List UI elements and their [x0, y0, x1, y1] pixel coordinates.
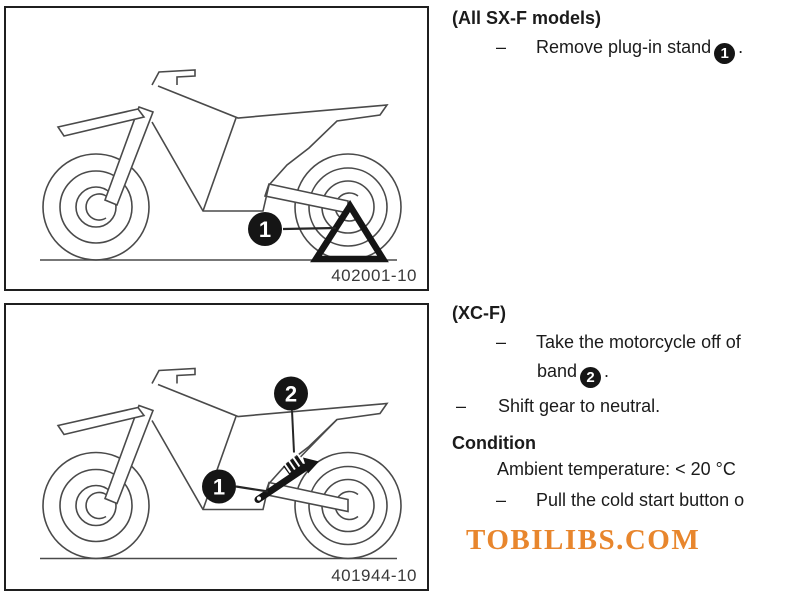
stand-arrow-tip: [303, 457, 319, 474]
callout-1-badge: 1: [714, 43, 736, 64]
callout-1-circle: [248, 212, 282, 246]
shock-line: [296, 418, 338, 462]
bullet-dash: –: [496, 37, 507, 57]
callout-1-leader-line: [235, 485, 269, 493]
step-take-motorcycle-off: –Take the motorcycle off of: [496, 332, 741, 352]
callout-1-number: 1: [259, 217, 271, 242]
callout-1-leader-line: [282, 226, 337, 231]
figure-side-stand: 1 2 401944-10: [4, 303, 429, 591]
side-stand-icon: [254, 461, 314, 503]
bullet-dash: –: [496, 332, 507, 352]
bullet-dash: –: [496, 490, 507, 510]
watermark-tobilibs: TOBILIBS.COM: [466, 524, 701, 556]
plug-in-stand-triangle-icon: [310, 199, 389, 263]
stand-pivot-dot: [255, 495, 263, 502]
callout-2-leader-line: [291, 410, 295, 453]
callout-2-circle: [274, 376, 308, 411]
figure1-reference-number: 402001-10: [331, 266, 417, 285]
callout-1-number: 1: [213, 475, 225, 500]
step-pull-cold-start-button: –Pull the cold start button o: [496, 490, 745, 510]
heading-all-sxf-models: (All SX-F models): [452, 8, 602, 28]
motorcycle-plug-in-stand-illustration: 1: [39, 69, 402, 263]
step-shift-gear-neutral: –Shift gear to neutral.: [456, 396, 661, 416]
condition-ambient-temperature: Ambient temperature: < 20 °C: [497, 459, 736, 479]
motorcycle-side-stand-illustration: 1 2: [39, 367, 402, 560]
heading-xcf: (XC-F): [452, 303, 506, 323]
figure2-reference-number: 401944-10: [331, 566, 417, 585]
callout-1-circle: [202, 469, 236, 504]
figure-plug-in-stand: 1 402001-10: [4, 6, 429, 291]
heading-condition: Condition: [452, 433, 536, 453]
callout-2-number: 2: [285, 382, 297, 407]
bullet-dash: –: [456, 396, 467, 416]
callout-2-badge: 2: [580, 367, 602, 388]
